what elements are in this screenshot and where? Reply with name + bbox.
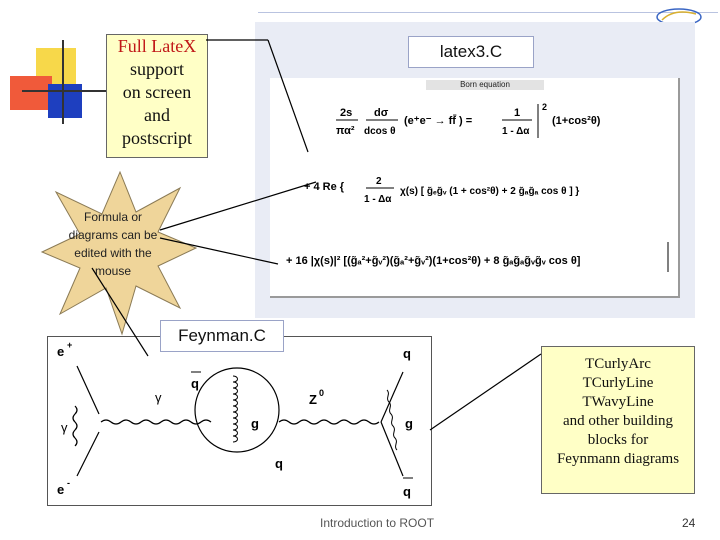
building-blocks-note: TCurlyArc TCurlyLine TWavyLine and other… — [541, 346, 695, 494]
label-e-minus: e — [57, 482, 64, 497]
svg-text:χ(s) [ g̃ₑg̃ᵥ (1 + cos²θ) + 2: χ(s) [ g̃ₑg̃ᵥ (1 + cos²θ) + 2 g̃ₐg̃ₐ cos… — [400, 186, 579, 197]
label-g-right: g — [405, 416, 413, 431]
footer-title: Introduction to ROOT — [320, 516, 435, 530]
latex-support-callout: Full LateX support on screen and postscr… — [106, 34, 208, 158]
callout-line-1: Full LateX — [117, 36, 197, 56]
latex-heading: Born equation — [426, 80, 544, 90]
note-line-3: TWavyLine — [582, 394, 654, 410]
note-line-1: TCurlyArc — [585, 356, 651, 372]
svg-text:πα²: πα² — [336, 125, 355, 137]
label-z0: Z — [309, 392, 317, 407]
callout-line-5: postscript — [122, 128, 192, 148]
svg-text:-: - — [67, 478, 70, 488]
svg-text:2: 2 — [376, 176, 382, 187]
svg-text:+: + — [67, 340, 72, 350]
label-q-bar-bottom: q — [403, 484, 411, 499]
svg-text:1 - Δα: 1 - Δα — [502, 126, 530, 137]
decor-horizontal-line — [22, 90, 114, 92]
callout-line-2: support — [130, 59, 184, 79]
label-g-mid: g — [251, 416, 259, 431]
svg-text:dσ: dσ — [374, 107, 389, 119]
note-line-2: TCurlyLine — [582, 375, 654, 391]
latex-title: latex3.C — [408, 36, 534, 68]
born-equation: 2s πα² dσ dcos θ (e⁺e⁻ → ff̄ ) = 1 1 - Δ… — [286, 102, 669, 272]
feynman-diagram: e + γ e - γ q g q Z 0 q g q — [57, 340, 413, 499]
callout-line-3: on screen — [122, 82, 192, 102]
latex-canvas — [270, 78, 680, 298]
svg-text:2s: 2s — [340, 107, 352, 119]
label-q-top-right: q — [403, 346, 411, 361]
edit-with-mouse-note: Formula or diagrams can be edited with t… — [68, 210, 158, 278]
label-gamma-mid: γ — [155, 390, 162, 405]
callout-line-4: and — [144, 105, 170, 125]
label-gamma-left: γ — [61, 420, 68, 435]
label-e-plus: e — [57, 344, 64, 359]
top-rule — [258, 12, 718, 13]
feynman-title: Feynman.C — [160, 320, 284, 352]
page-number: 24 — [682, 516, 696, 530]
svg-text:+ 16 |χ(s)|² [(g̃ₐ²+g̃ᵥ²)(g̃ₐ²: + 16 |χ(s)|² [(g̃ₐ²+g̃ᵥ²)(g̃ₐ²+g̃ᵥ²)(1+c… — [286, 255, 581, 267]
note-line-6: Feynmann diagrams — [556, 451, 680, 467]
note-line-5: blocks for — [587, 432, 649, 448]
svg-text:1 - Δα: 1 - Δα — [364, 194, 392, 205]
label-q-bar-top: q — [191, 376, 199, 391]
decor-red-square — [10, 76, 52, 110]
note-line-4: and other building — [563, 413, 673, 429]
label-q-bottom: q — [275, 456, 283, 471]
decor-blue-square — [48, 84, 82, 118]
svg-text:+ 4 Re {: + 4 Re { — [304, 181, 345, 193]
svg-text:0: 0 — [319, 388, 324, 398]
starburst-shape — [40, 170, 198, 336]
svg-text:1: 1 — [514, 107, 520, 119]
svg-text:2: 2 — [542, 102, 547, 112]
svg-text:(1+cos²θ): (1+cos²θ) — [552, 115, 601, 127]
svg-text:dcos θ: dcos θ — [364, 126, 396, 137]
decor-vertical-line — [62, 40, 64, 124]
svg-text:(e⁺e⁻ → ff̄ ) =: (e⁺e⁻ → ff̄ ) = — [404, 114, 472, 127]
